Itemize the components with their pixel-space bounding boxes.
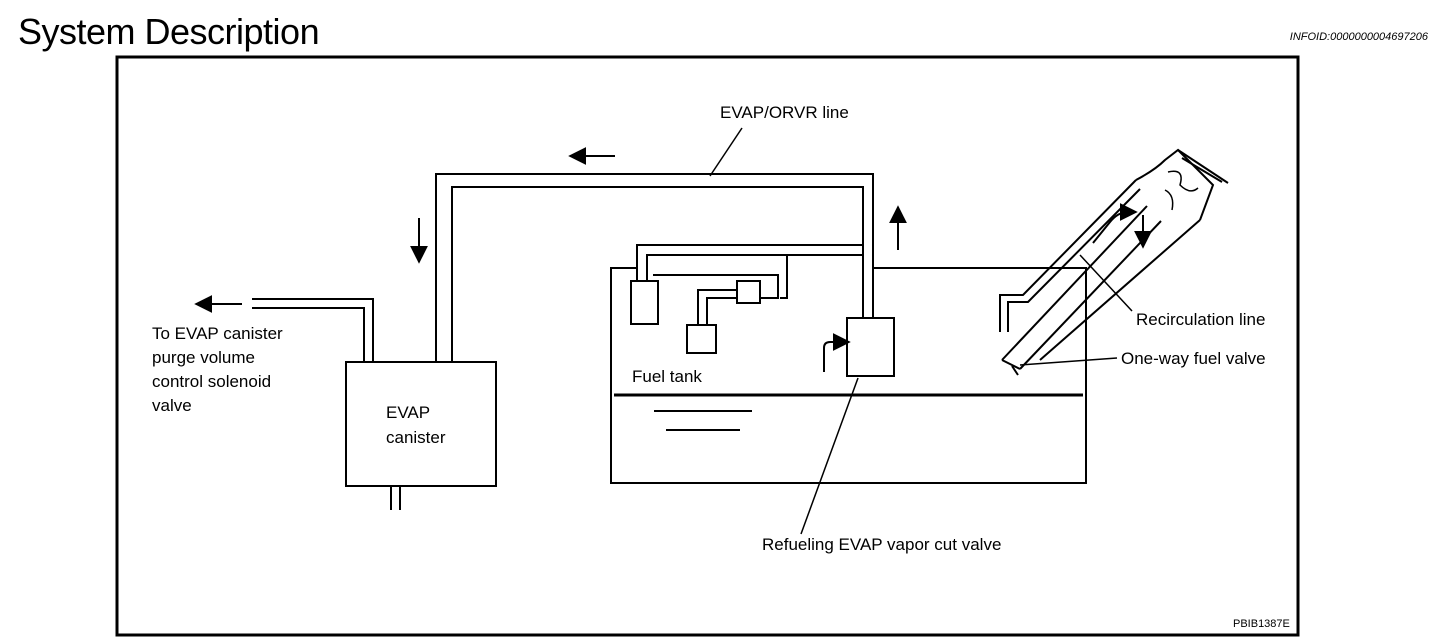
purge-line: [252, 298, 374, 362]
label-to-evap-canister: purge volume: [152, 348, 255, 367]
evap-canister: [345, 361, 497, 487]
canister-vent-tube: [390, 486, 401, 510]
label-to-evap-canister: To EVAP canister: [152, 324, 283, 343]
diagram-frame: [115, 55, 1300, 637]
small-valve: [736, 280, 761, 304]
label-evap-canister: EVAP: [386, 403, 430, 422]
label-to-evap-canister: valve: [152, 396, 192, 415]
figure-code: PBIB1387E: [1233, 618, 1290, 630]
label-one-way-fuel-valve: One-way fuel valve: [1121, 349, 1266, 368]
leader-line: [800, 377, 859, 535]
recirculation-arrow: [1092, 203, 1138, 244]
label-evap-canister: canister: [386, 428, 446, 447]
label-evap-orvr-line: EVAP/ORVR line: [720, 103, 849, 122]
label-to-evap-canister: control solenoid: [152, 372, 271, 391]
info-id: INFOID:0000000004697206: [1289, 31, 1428, 43]
label-refueling-evap-vapor-cut-valve: Refueling EVAP vapor cut valve: [762, 535, 1001, 554]
leader-line: [709, 127, 743, 177]
evap-orvr-line: [435, 173, 874, 362]
small-valve: [686, 324, 717, 354]
leader-line: [1079, 254, 1133, 312]
refueling-evap-vapor-cut-valve: [846, 317, 895, 377]
label-recirculation-line: Recirculation line: [1136, 310, 1265, 329]
label-fuel-tank: Fuel tank: [632, 367, 702, 386]
vent-valve: [630, 280, 659, 325]
leader-line: [1019, 357, 1118, 366]
filler-neck: [999, 148, 1229, 376]
page-title: System Description: [18, 11, 320, 52]
flow-arrow: [823, 333, 851, 372]
